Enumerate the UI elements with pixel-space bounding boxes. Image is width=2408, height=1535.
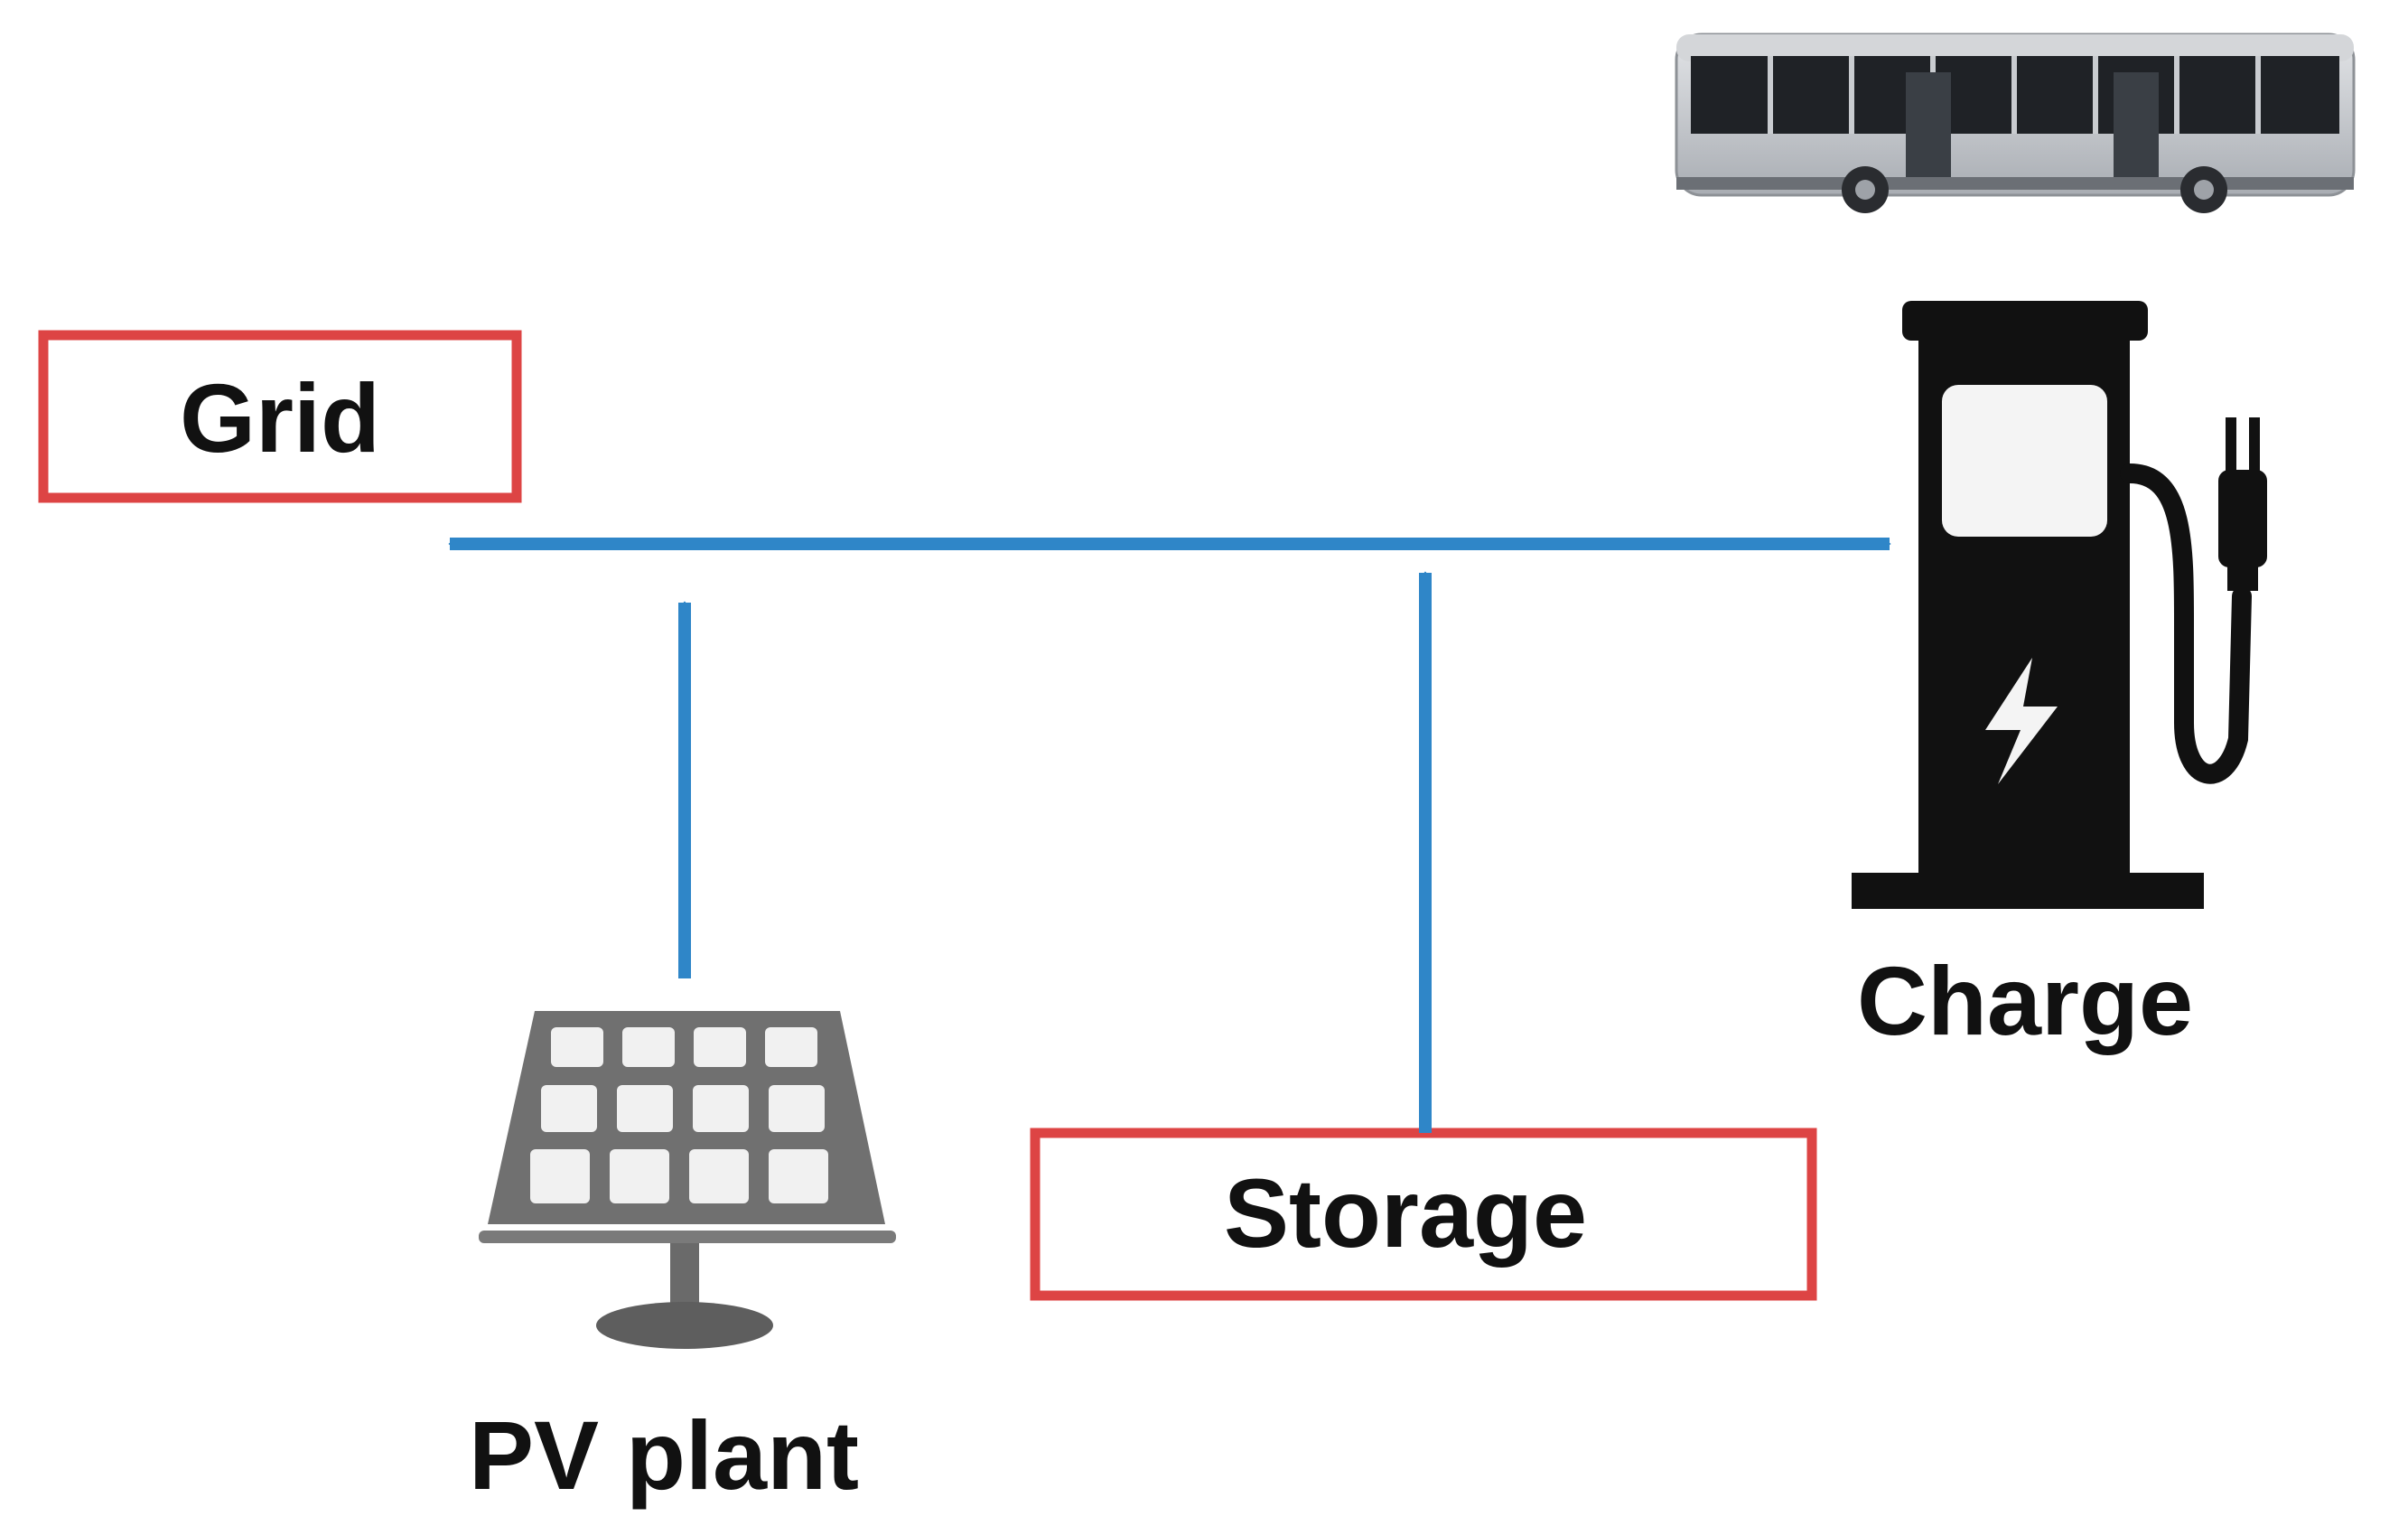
electric-bus-icon bbox=[1675, 33, 2356, 213]
storage-label: Storage bbox=[1224, 1158, 1587, 1268]
grid-label: Grid bbox=[180, 363, 380, 473]
storage-node: Storage bbox=[1030, 1128, 1817, 1301]
charge-label: Charge bbox=[1857, 946, 2193, 1055]
pv-plant-label: PV plant bbox=[469, 1400, 859, 1510]
grid-box bbox=[38, 330, 522, 503]
ev-charging-station-icon bbox=[1852, 301, 2267, 909]
flow-arrows bbox=[448, 538, 1891, 1133]
solar-panel-icon bbox=[479, 1011, 896, 1349]
grid-node: Grid bbox=[38, 330, 522, 503]
